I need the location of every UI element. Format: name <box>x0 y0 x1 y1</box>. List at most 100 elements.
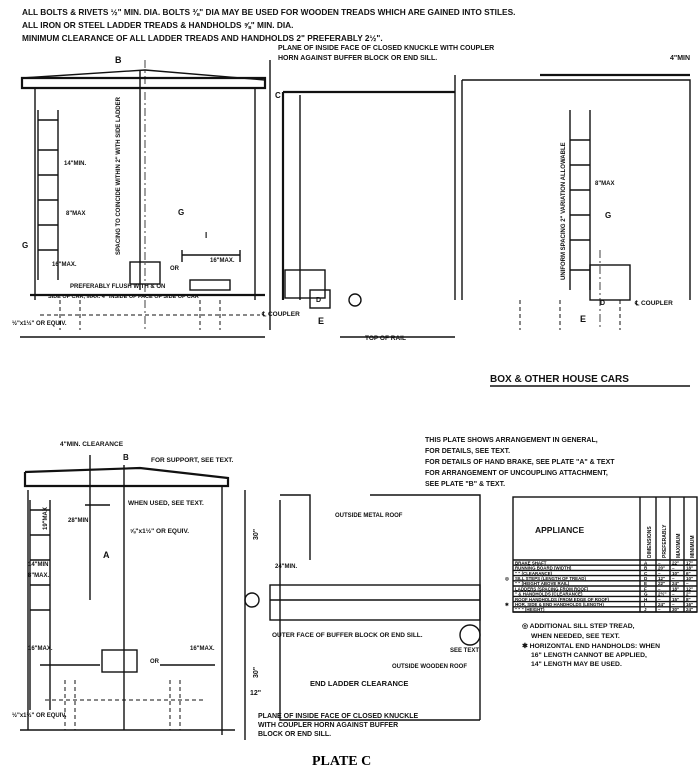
bottom-end-view: 4"MIN. CLEARANCE B FOR SUPPORT, SEE TEXT… <box>12 441 235 735</box>
cell-min: 18" <box>686 566 693 571</box>
max8-label: 8"MAX. <box>28 573 50 579</box>
table-header: MINIMUM <box>690 536 696 559</box>
end-ladder-label: END LADDER CLEARANCE <box>310 679 408 688</box>
cell-label: " " (CLEARANCE) <box>515 571 553 576</box>
dim12-label: 12" <box>250 690 261 697</box>
plane-note: HORN AGAINST BUFFER BLOCK OR END SILL. <box>278 55 437 62</box>
footnote: WHEN NEEDED, SEE TEXT. <box>531 633 620 640</box>
cell-max: 10" <box>672 571 679 576</box>
section-title: BOX & OTHER HOUSE CARS <box>490 374 629 385</box>
cell-label: BRAKE SHAFT <box>515 560 547 565</box>
cell-pref: – <box>658 586 661 591</box>
cell-min: 8" <box>686 597 691 602</box>
or-label: OR <box>170 266 180 272</box>
cell-pref: – <box>658 560 661 565</box>
cell-max: – <box>672 566 675 571</box>
cell-pref: 12" <box>658 576 665 581</box>
table-title: APPLIANCE <box>535 525 584 535</box>
table-row: LADDERS (SPACING FROM ROOF)F–18"12" <box>513 586 697 592</box>
top-of-rail-label: TOP OF RAIL <box>365 335 406 342</box>
max8-label: 8"MAX <box>595 181 615 187</box>
when-used-note: WHEN USED, SEE TEXT. <box>128 500 204 507</box>
top-section-view: PLANE OF INSIDE FACE OF CLOSED KNUCKLE W… <box>261 45 494 342</box>
cell-min: 2" <box>686 592 691 597</box>
max16-label: 16"MAX. <box>190 646 215 652</box>
plane-note: PLANE OF INSIDE FACE OF CLOSED KNUCKLE <box>258 713 419 720</box>
cell-dim: H <box>644 597 648 602</box>
dim-e-label: E <box>318 316 324 326</box>
footnotes: ◎ ADDITIONAL SILL STEP TREAD, WHEN NEEDE… <box>522 623 660 668</box>
outer-face-note: OUTER FACE OF BUFFER BLOCK OR END SILL. <box>272 632 423 639</box>
table-row: " " (CLEARANCE)C–10"6" <box>513 571 697 577</box>
cell-min: 6" <box>686 571 691 576</box>
min28-label: 28"MIN <box>68 518 89 524</box>
cell-dim: G <box>644 592 648 597</box>
cell-min: 16" <box>686 602 693 607</box>
max16-label: 16"MAX. <box>210 258 235 264</box>
footnote: ◎ ADDITIONAL SILL STEP TREAD, <box>522 623 635 630</box>
cell-max: 18" <box>672 586 679 591</box>
cell-mark: ◎ <box>505 576 510 581</box>
dim-i-label: I <box>205 231 207 240</box>
cell-pref: 20" <box>658 566 665 571</box>
cell-dim: E <box>644 581 647 586</box>
max19-label: 19"MAX <box>43 507 49 530</box>
max8-label: 8"MAX <box>66 211 86 217</box>
cell-label: HOR. SIDE & END HANDHOLDS (LENGTH) <box>515 602 604 607</box>
support-note: FOR SUPPORT, SEE TEXT. <box>151 457 234 464</box>
cell-mark: ✱ <box>505 602 510 607</box>
dim-c-label: C <box>275 91 281 100</box>
cell-max: – <box>672 602 675 607</box>
coupler-label: ℄ COUPLER <box>261 310 300 318</box>
dim-e-label: E <box>580 314 586 324</box>
plate-note: FOR DETAILS OF HAND BRAKE, SEE PLATE "A"… <box>425 459 615 466</box>
dim-g-label: G <box>22 241 28 250</box>
cell-dim: D <box>644 576 648 581</box>
flush-note: SIDE OF CAR, MAX. 4" INSIDE OF FACE OF S… <box>48 294 199 300</box>
cell-label: " & HANDHOLDS (CLEARANCE) <box>515 592 583 597</box>
dim-b-label: B <box>115 55 122 65</box>
cell-pref: 22" <box>658 581 665 586</box>
footnote: 16" LENGTH CANNOT BE APPLIED, <box>531 652 647 659</box>
dim-d-label: D <box>316 297 321 304</box>
uniform-note: UNIFORM SPACING 2" VARIATION ALLOWABLE <box>561 142 567 280</box>
cell-dim: F <box>644 586 647 591</box>
plate-note: THIS PLATE SHOWS ARRANGEMENT IN GENERAL, <box>425 437 598 444</box>
cell-label: ROOF HANDHOLDS (FROM EDGE OF ROOF) <box>515 597 609 602</box>
cell-min: 12" <box>686 586 693 591</box>
cell-max: 22" <box>672 560 679 565</box>
cell-label: SILL STEPS (LENGTH OF TREAD) <box>515 576 586 581</box>
cell-pref: 2½" <box>658 591 667 597</box>
cell-max: – <box>672 592 675 597</box>
cell-dim: C <box>644 571 648 576</box>
dim-d-label: D <box>600 300 605 307</box>
note-line: ALL IRON OR STEEL LADDER TREADS & HANDHO… <box>22 20 293 30</box>
or-label: OR <box>150 659 160 665</box>
dim30-label: 30" <box>253 529 260 540</box>
table-row: " & HANDHOLDS (CLEARANCE) G 2½"– 2" <box>513 591 697 598</box>
footnote: 14" LENGTH MAY BE USED. <box>531 661 622 668</box>
table-header: DIMENSIONS <box>647 526 653 558</box>
max16-label: 16"MAX. <box>52 262 77 268</box>
plane-note: WITH COUPLER HORN AGAINST BUFFER <box>258 722 398 729</box>
cell-dim: A <box>644 560 648 565</box>
general-notes: ALL BOLTS & RIVETS ½" MIN. DIA. BOLTS ⅜"… <box>22 7 515 43</box>
cell-min: – <box>686 581 689 586</box>
min24-label: 24"MIN. <box>275 564 298 570</box>
plate-note: SEE PLATE "B" & TEXT. <box>425 481 505 488</box>
cell-max: – <box>672 576 675 581</box>
cell-pref: – <box>658 607 661 612</box>
footnote: ✱ HORIZONTAL END HANDHOLDS: WHEN <box>522 642 660 650</box>
note-line: MINIMUM CLEARANCE OF ALL LADDER TREADS A… <box>22 33 383 43</box>
cell-min: 24" <box>686 607 693 612</box>
cell-max: 30" <box>672 607 679 612</box>
cell-label: " " " (HEIGHT) <box>515 607 545 612</box>
min-clearance-label: 4"MIN. CLEARANCE <box>60 441 124 448</box>
bottom-section-view: OUTSIDE METAL ROOF 30" 24"MIN. OUTER FAC… <box>244 490 481 740</box>
